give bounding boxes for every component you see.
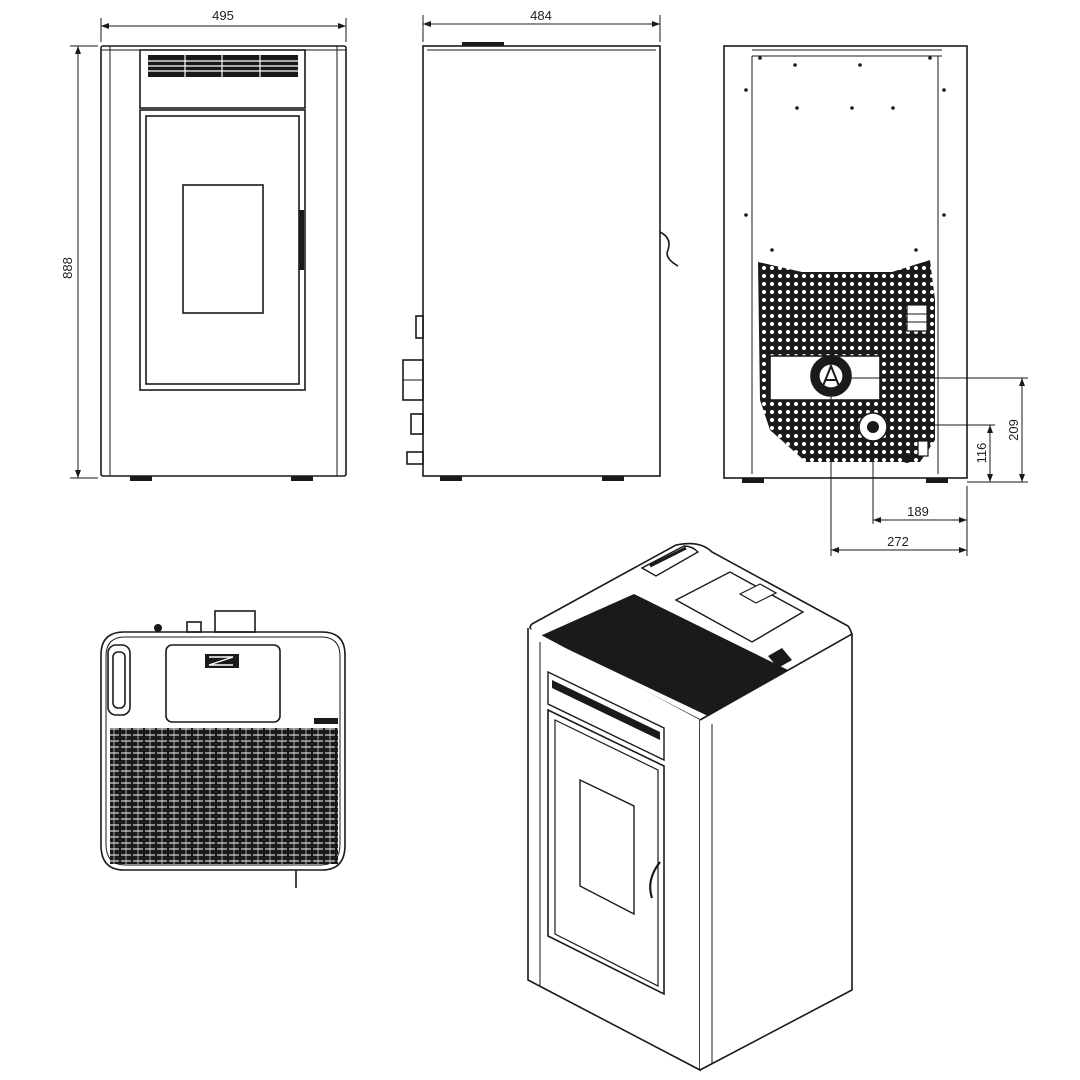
front-view [100, 45, 347, 481]
isometric-view [527, 542, 853, 1072]
back-flue-offset-label: 272 [887, 534, 909, 549]
front-width-label: 495 [212, 8, 234, 23]
back-flue-height-label: 209 [1006, 419, 1021, 441]
side-view [402, 42, 679, 481]
back-inlet-offset-label: 189 [907, 504, 929, 519]
top-view [100, 610, 346, 888]
height-dimension [70, 45, 98, 479]
back-inlet-height-label: 116 [974, 443, 989, 464]
side-depth-dimension [422, 15, 661, 42]
back-dimensions [830, 377, 1028, 556]
back-view [723, 45, 968, 483]
front-width-dimension [100, 18, 347, 42]
height-label: 888 [60, 257, 75, 279]
side-depth-label: 484 [530, 8, 552, 23]
